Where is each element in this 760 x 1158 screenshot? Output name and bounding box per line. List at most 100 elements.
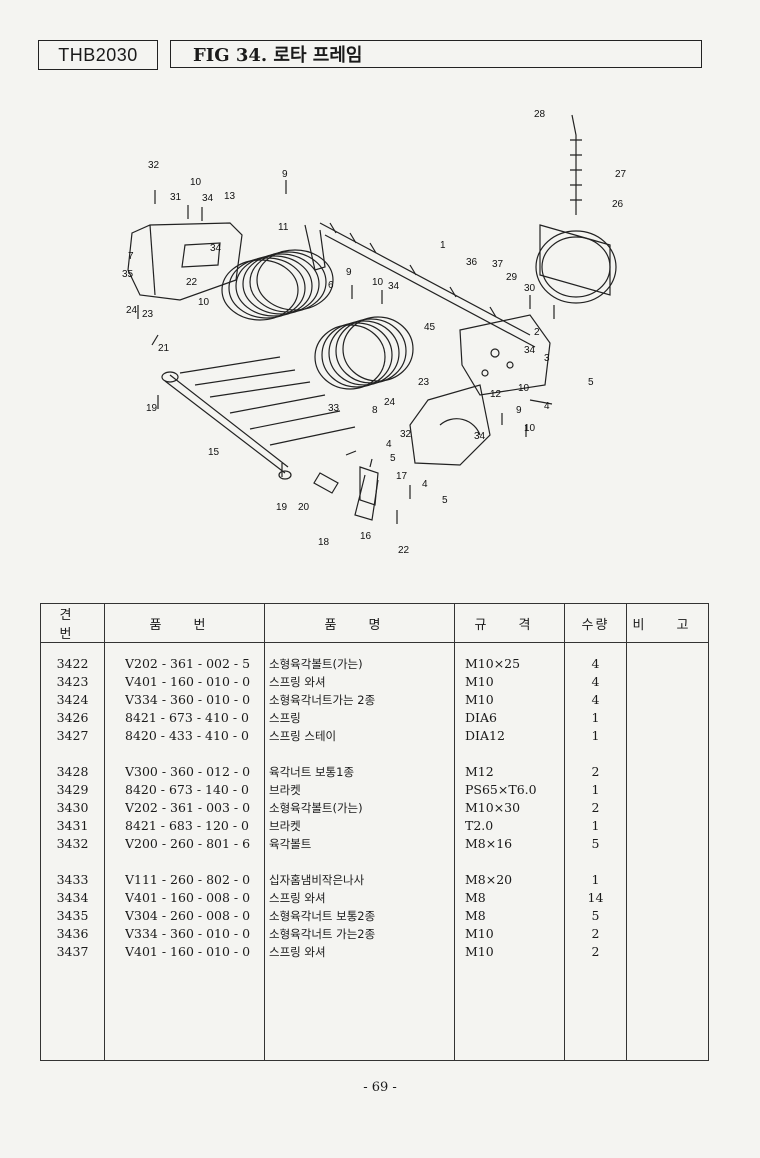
- table-cell-qty: 2: [591, 764, 600, 779]
- column-header: 품 번: [104, 603, 265, 643]
- column-header: 견 번: [40, 603, 105, 643]
- callout: 8: [372, 405, 378, 416]
- table-cell-no: 3437: [56, 944, 89, 959]
- table-cell-qty: 2: [591, 944, 600, 959]
- callout: 10: [524, 423, 536, 434]
- table-cell-qty: 1: [591, 782, 600, 797]
- table-cell-spec: M10×30: [465, 800, 521, 815]
- callout: 10: [198, 297, 210, 308]
- table-cell-qty: 5: [591, 836, 600, 851]
- table-cell-qty: 4: [591, 692, 600, 707]
- table-cell-name: 스프링 와셔: [269, 675, 326, 689]
- callout: 36: [466, 257, 478, 268]
- model-label: THB2030: [38, 40, 158, 70]
- table-cell-name: 소형육각너트 보통2종: [269, 909, 376, 923]
- row-spacer: [565, 853, 626, 871]
- row-spacer: [465, 745, 564, 763]
- table-cell-no: 3430: [56, 800, 89, 815]
- table-cell-name: 소형육각볼트(가는): [269, 657, 363, 671]
- callout: 22: [398, 545, 410, 556]
- table-cell-note: [627, 907, 708, 925]
- callout: 27: [615, 169, 627, 180]
- table-cell-note: [627, 799, 708, 817]
- callout: 4: [422, 479, 428, 490]
- table-cell-part: 8421 - 683 - 120 - 0: [125, 818, 249, 833]
- table-cell-note: [627, 817, 708, 835]
- figure-title: FIG 34. 로타 프레임: [170, 40, 702, 68]
- table-cell-qty: 4: [591, 656, 600, 671]
- table-cell-qty: 5: [591, 908, 600, 923]
- callout: 17: [396, 471, 408, 482]
- table-cell-spec: M8: [465, 890, 486, 905]
- table-cell-part: V202 - 361 - 003 - 0: [125, 800, 251, 815]
- callout: 37: [492, 259, 504, 270]
- row-spacer: [41, 853, 104, 871]
- table-cell-spec: DIA12: [465, 728, 505, 743]
- callout: 5: [442, 495, 448, 506]
- table-cell-part: V401 - 160 - 010 - 0: [125, 944, 251, 959]
- row-spacer: [125, 853, 264, 871]
- table-cell-no: 3424: [56, 692, 89, 707]
- table-cell-name: 십자홈냄비작은나사: [269, 873, 365, 887]
- table-cell-note: [627, 763, 708, 781]
- callout: 29: [506, 272, 518, 283]
- callout: 12: [490, 389, 502, 400]
- table-cell-spec: DIA6: [465, 710, 497, 725]
- table-cell-part: 8420 - 433 - 410 - 0: [125, 728, 249, 743]
- table-cell-note: [627, 655, 708, 673]
- table-cell-note: [627, 781, 708, 799]
- table-cell-spec: M10: [465, 674, 494, 689]
- callout: 24: [384, 397, 396, 408]
- table-cell-no: 3431: [56, 818, 89, 833]
- callout: 30: [524, 283, 536, 294]
- callout: 9: [346, 267, 352, 278]
- table-cell-part: 8421 - 673 - 410 - 0: [125, 710, 249, 725]
- table-cell-name: 육각볼트: [269, 837, 312, 851]
- table-cell-spec: M8×16: [465, 836, 513, 851]
- column-header: 비 고: [626, 603, 709, 643]
- callout: 15: [208, 447, 220, 458]
- callout: 34: [210, 243, 222, 254]
- table-cell-qty: 1: [591, 818, 600, 833]
- table-cell-qty: 4: [591, 674, 600, 689]
- table-cell-no: 3433: [56, 872, 89, 887]
- callout: 31: [170, 192, 182, 203]
- table-cell-part: V202 - 361 - 002 - 5: [125, 656, 251, 671]
- callout: 18: [318, 537, 330, 548]
- callout: 13: [224, 191, 236, 202]
- table-cell-no: 3426: [56, 710, 89, 725]
- table-cell-note: [627, 835, 708, 853]
- callout: 34: [388, 281, 400, 292]
- table-cell-spec: M10: [465, 926, 494, 941]
- callout: 23: [142, 309, 154, 320]
- table-cell-part: V334 - 360 - 010 - 0: [125, 926, 251, 941]
- callout: 7: [128, 251, 134, 262]
- table-cell-name: 브라켓: [269, 783, 301, 797]
- callout: 6: [328, 280, 334, 291]
- callout: 19: [146, 403, 158, 414]
- row-spacer: [627, 745, 708, 763]
- page-number: - 69 -: [363, 1080, 397, 1095]
- table-cell-part: V401 - 160 - 008 - 0: [125, 890, 251, 905]
- table-cell-spec: M10: [465, 692, 494, 707]
- table-cell-no: 3436: [56, 926, 89, 941]
- callout: 35: [122, 269, 134, 280]
- table-cell-name: 소형육각볼트(가는): [269, 801, 363, 815]
- row-spacer: [41, 745, 104, 763]
- row-spacer: [269, 853, 454, 871]
- callout: 34: [202, 193, 214, 204]
- part-no-column: V202 - 361 - 002 - 5 V401 - 160 - 010 - 0…: [104, 642, 265, 1061]
- table-cell-spec: M10: [465, 944, 494, 959]
- table-cell-note: [627, 709, 708, 727]
- table-cell-name: 스프링 스테이: [269, 729, 337, 743]
- row-spacer: [627, 853, 708, 871]
- table-cell-note: [627, 943, 708, 961]
- table-cell-spec: M8×20: [465, 872, 513, 887]
- callout: 32: [400, 429, 412, 440]
- row-spacer: [465, 853, 564, 871]
- callout: 3: [544, 353, 550, 364]
- callout: 28: [534, 109, 546, 120]
